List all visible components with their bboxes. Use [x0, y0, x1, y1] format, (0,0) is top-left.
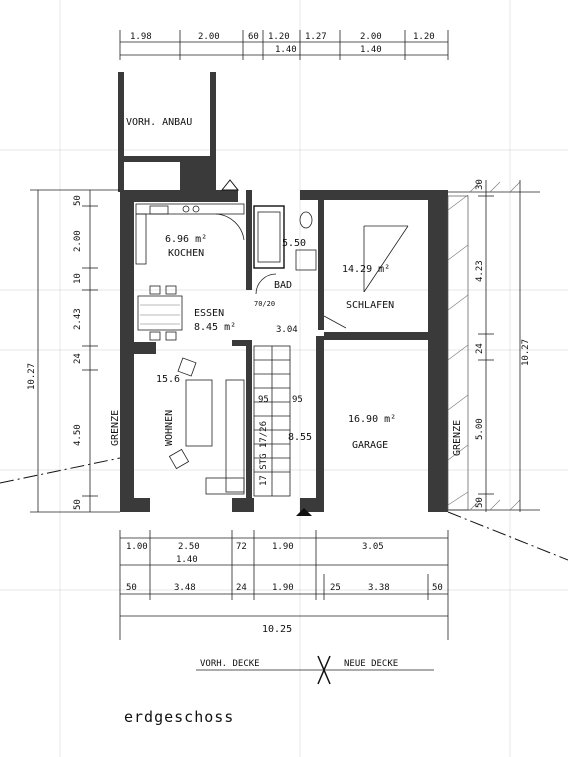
room-label-anbau: VORH. ANBAU — [126, 117, 192, 128]
living-room: 15.6 WOHNEN GRENZE — [110, 357, 245, 495]
dim-left-6: 4.50 — [73, 424, 83, 446]
dim-left-4: 2.43 — [73, 308, 83, 330]
exterior-walls — [120, 190, 448, 512]
legend-left: VORH. DECKE — [200, 659, 260, 669]
dim-bottom1b: 1.40 — [176, 555, 198, 565]
stair-dim-b: 95 — [292, 395, 303, 405]
dim-left-5: 24 — [73, 353, 83, 364]
dim-top-2: 2.00 — [198, 32, 220, 42]
dim-bottom1-2: 2.50 — [178, 542, 200, 552]
dim-top2-1: 1.40 — [275, 45, 297, 55]
room-area-kochen: 6.96 m² — [165, 234, 207, 245]
dim-left-2: 2.00 — [73, 230, 83, 252]
kitchen: 6.96 m² KOCHEN — [135, 203, 245, 265]
staircase: 17 STG 17/26 95 95 8.55 — [253, 345, 312, 516]
dim-total: 10.25 — [262, 624, 292, 635]
dim-right-1: 30 — [475, 179, 485, 190]
dim-bottom1-1: 1.00 — [126, 542, 148, 552]
entrance-arrow-icon — [220, 179, 240, 191]
garage: 16.90 m² GARAGE GRENZE — [348, 414, 463, 456]
stair-label: 17 STG 17/26 — [259, 421, 269, 486]
dim-bottom2-5: 25 — [330, 583, 341, 593]
right-dimension-chain: 30 4.23 24 5.00 50 10.27 — [475, 179, 531, 512]
dim-left-7: 50 — [73, 499, 83, 510]
room-label-essen: ESSEN — [194, 308, 224, 319]
dim-right-4: 5.00 — [475, 418, 485, 440]
dim-bottom2-6: 3.38 — [368, 583, 390, 593]
left-dimension-chain: 50 2.00 10 2.43 24 4.50 50 10.27 — [27, 189, 120, 513]
dim-top-6: 2.00 — [360, 32, 382, 42]
section-marker-icon — [317, 655, 331, 685]
room-area-garage: 16.90 m² — [348, 414, 396, 425]
existing-extension: VORH. ANBAU — [118, 72, 216, 192]
dim-right-total: 10.27 — [521, 339, 531, 366]
room-area-flur: 8.55 — [288, 432, 312, 443]
drawing-title: erdgeschoss — [124, 708, 234, 726]
neighbour-boundary-hatch — [447, 181, 540, 511]
dim-top-1: 1.98 — [130, 32, 152, 42]
dim-bottom1-4: 1.90 — [272, 542, 294, 552]
dim-top-4: 1.20 — [268, 32, 290, 42]
room-label-kochen: KOCHEN — [168, 248, 204, 259]
room-label-wohnen: WOHNEN — [164, 410, 175, 446]
top-dimension-chain: 1.98 2.00 60 1.20 1.27 2.00 1.20 1.40 1.… — [119, 30, 449, 60]
dim-right-5: 50 — [475, 497, 485, 508]
room-area-schlafen: 14.29 m² — [342, 264, 390, 275]
ceiling-legend: VORH. DECKE NEUE DECKE — [196, 655, 434, 685]
dim-top-7: 1.20 — [413, 32, 435, 42]
dining: ESSEN 8.45 m² 3.04 — [137, 285, 298, 341]
room-label-garage: GARAGE — [352, 440, 388, 451]
dim-top-3: 60 — [248, 32, 259, 42]
room-label-bad: BAD — [274, 280, 292, 291]
grenze-left: GRENZE — [110, 410, 121, 446]
room-area-wohnen: 15.6 — [156, 374, 180, 385]
room-area-essen: 8.45 m² — [194, 322, 236, 333]
dim-bottom2-2: 3.48 — [174, 583, 196, 593]
dim-left-total: 10.27 — [27, 363, 37, 390]
stair-dim-a: 95 — [258, 395, 269, 405]
dim-bottom2-4: 1.90 — [272, 583, 294, 593]
dim-right-2: 4.23 — [475, 260, 485, 282]
property-line — [0, 457, 568, 561]
legend-right: NEUE DECKE — [344, 659, 398, 669]
dim-left-1: 50 — [73, 195, 83, 206]
bad-door-dim: 70/20 — [254, 300, 275, 308]
dim-bottom2-7: 50 — [432, 583, 443, 593]
dim-bottom2-3: 24 — [236, 583, 247, 593]
bottom-dimension-chain: 1.00 2.50 72 1.90 3.05 1.40 50 3.48 24 1… — [119, 530, 449, 640]
room-label-schlafen: SCHLAFEN — [346, 300, 394, 311]
grenze-right: GRENZE — [452, 420, 463, 456]
room-area-bad: 5.50 — [282, 238, 306, 249]
dim-bottom1-5: 3.05 — [362, 542, 384, 552]
dim-bottom1-3: 72 — [236, 542, 247, 552]
dim-left-3: 10 — [73, 273, 83, 284]
bedroom: 14.29 m² SCHLAFEN — [323, 225, 409, 329]
bathroom: 5.50 BAD 70/20 — [253, 205, 317, 308]
corridor-dim: 3.04 — [276, 325, 298, 335]
dim-top-5: 1.27 — [305, 32, 327, 42]
dim-right-3: 24 — [475, 343, 485, 354]
dim-bottom2-1: 50 — [126, 583, 137, 593]
dim-top2-2: 1.40 — [360, 45, 382, 55]
